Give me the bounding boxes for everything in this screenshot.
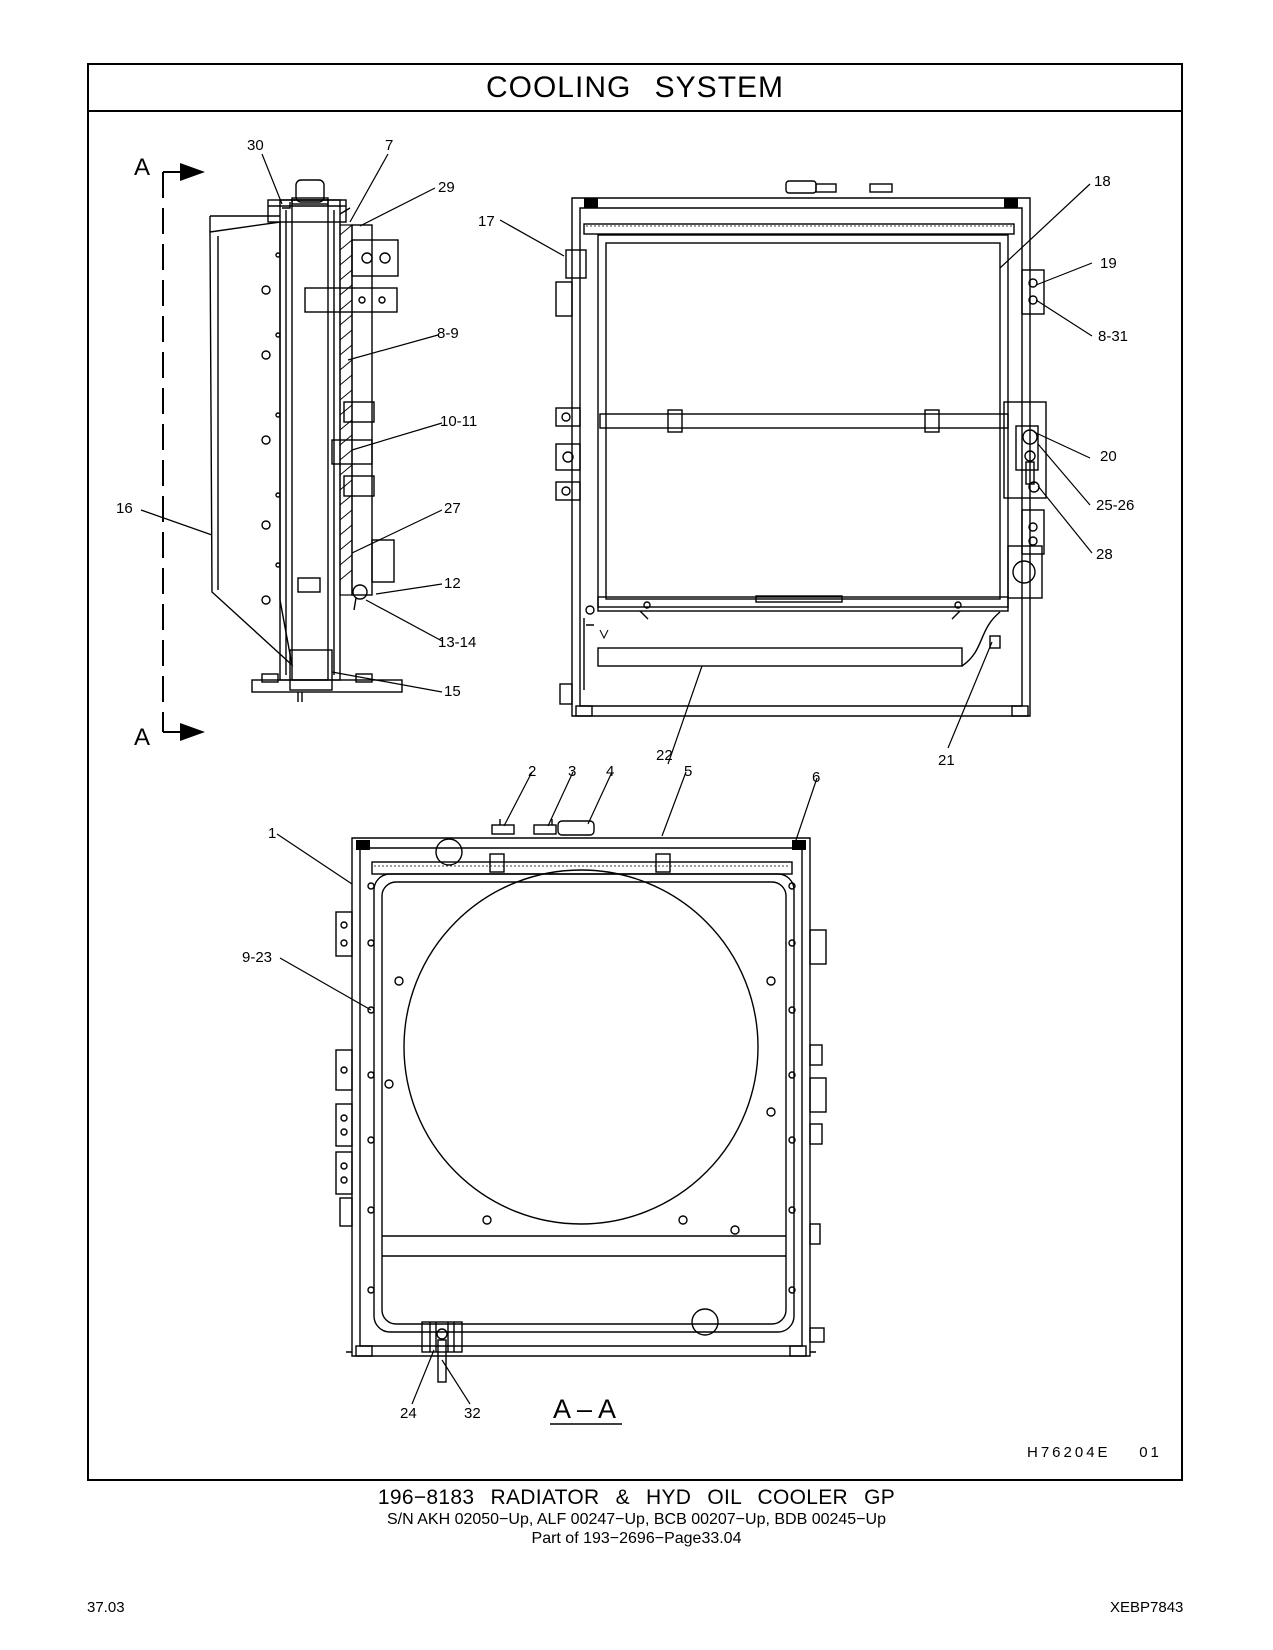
callout-6: 6 <box>812 769 820 786</box>
callout-25-26: 25-26 <box>1096 497 1134 514</box>
document-id: XEBP7843 <box>1110 1599 1184 1616</box>
page-number: 37.03 <box>87 1599 125 1616</box>
callout-20: 20 <box>1100 448 1117 465</box>
callout-16: 16 <box>116 500 133 517</box>
callout-24: 24 <box>400 1405 417 1422</box>
drawing-frame: COOLING SYSTEM <box>87 63 1183 1481</box>
footer-title: 196−8183 RADIATOR & HYD OIL COOLER GP <box>377 1486 896 1509</box>
side-view <box>162 163 403 741</box>
callout-28: 28 <box>1096 546 1113 563</box>
page-title: COOLING SYSTEM <box>485 71 785 104</box>
section-arrow-top <box>180 163 205 181</box>
callout-8-31: 8-31 <box>1098 328 1128 345</box>
section-mark-a-top: A <box>134 154 150 181</box>
callout-17: 17 <box>478 213 495 230</box>
section-view-a-a <box>335 819 827 1383</box>
callout-15: 15 <box>444 683 461 700</box>
callout-27: 27 <box>444 500 461 517</box>
callout-9-23: 9-23 <box>242 949 272 966</box>
callout-21: 21 <box>938 752 955 769</box>
callout-22: 22 <box>656 747 673 764</box>
footer-part-of: Part of 193−2696−Page33.04 <box>531 1530 742 1547</box>
title-bar: COOLING SYSTEM <box>89 65 1181 112</box>
callout-5: 5 <box>684 763 692 780</box>
callout-8-9: 8-9 <box>437 325 459 342</box>
callout-3: 3 <box>568 763 576 780</box>
view-label-a-a: A – A <box>553 1394 616 1424</box>
callout-4: 4 <box>606 763 614 780</box>
callout-2: 2 <box>528 763 536 780</box>
callout-30: 30 <box>247 137 264 154</box>
callout-1: 1 <box>268 825 276 842</box>
section-arrow-bottom <box>180 723 205 741</box>
callout-13-14: 13-14 <box>438 634 476 651</box>
footer-serial-numbers: S/N AKH 02050−Up, ALF 00247−Up, BCB 0020… <box>387 1511 886 1528</box>
callout-7: 7 <box>385 137 393 154</box>
front-view <box>555 180 1047 717</box>
callout-18: 18 <box>1094 173 1111 190</box>
section-mark-a-bottom: A <box>134 724 150 751</box>
callout-12: 12 <box>444 575 461 592</box>
callout-19: 19 <box>1100 255 1117 272</box>
callout-10-11: 10-11 <box>440 413 477 430</box>
illustration-code: H76204E 01 <box>1027 1444 1162 1461</box>
leader-lines <box>140 153 1093 1425</box>
callout-29: 29 <box>438 179 455 196</box>
callout-32: 32 <box>464 1405 481 1422</box>
